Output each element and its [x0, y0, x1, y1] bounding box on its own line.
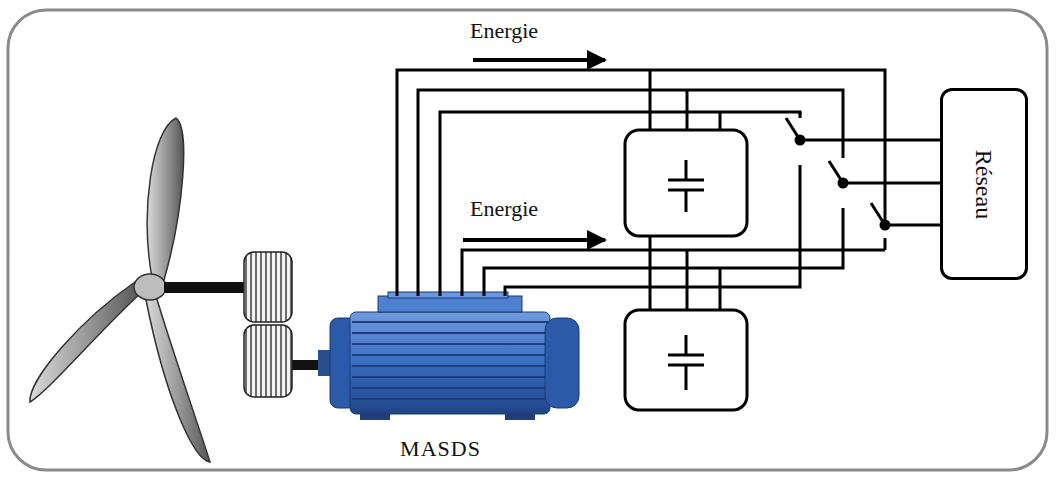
energy-label: Energie	[470, 18, 538, 44]
energy-arrow	[463, 238, 605, 242]
shaft	[164, 282, 246, 293]
converter	[625, 130, 747, 236]
motor-node: MASDS	[318, 296, 582, 466]
grid-label: Réseau	[971, 149, 998, 218]
wire	[397, 70, 940, 296]
wire	[418, 70, 940, 310]
energy-label: Energie	[470, 196, 538, 222]
switch	[786, 118, 889, 250]
grid-box: Réseau	[940, 88, 1028, 280]
gearbox	[244, 252, 292, 397]
frame	[8, 10, 1047, 470]
machine-label: MASDS	[400, 436, 481, 462]
energy-arrow	[473, 58, 605, 62]
converter	[625, 310, 747, 410]
motor-illustration	[318, 292, 579, 420]
